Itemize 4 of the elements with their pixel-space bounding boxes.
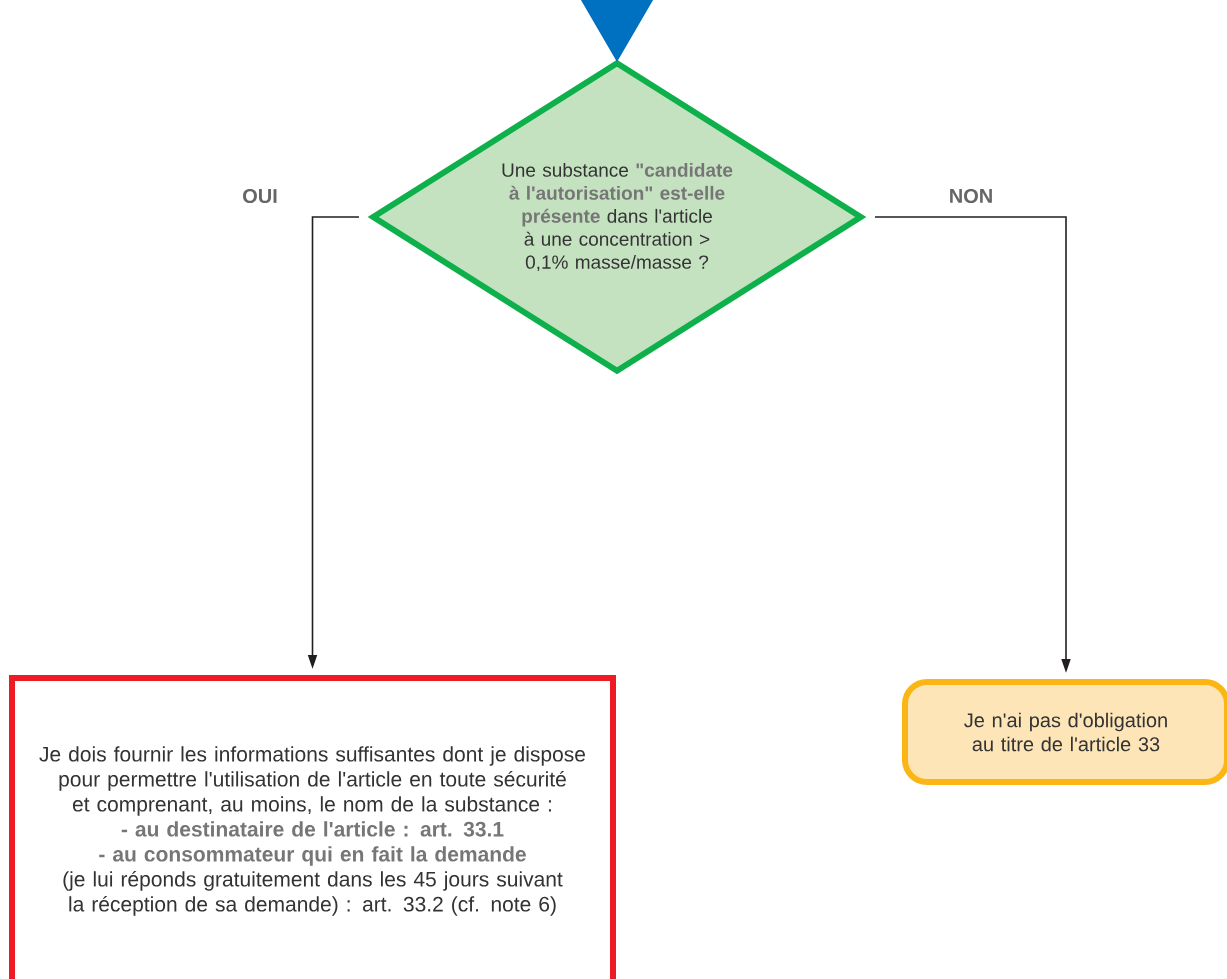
outcome-box: Je dois fournir les informations suffisantes dont je dispose pour permettre l'utilisation de l'article en toute sécurité et comprenant, au moins, le nom de la substance : - au destinataire de l'article : art. 33.1 - au consommateur qui en fait la demande (je lui réponds gratuitement dans les 45 jours suivant la réception de sa demande) : art. 33.2 (cf. note 6) [9,675,616,979]
edge-label: OUI [243,188,277,204]
outcome-box: Je n'ai pas d'obligation au titre de l'article 33 [902,679,1227,785]
edge-label: NON [950,188,992,204]
